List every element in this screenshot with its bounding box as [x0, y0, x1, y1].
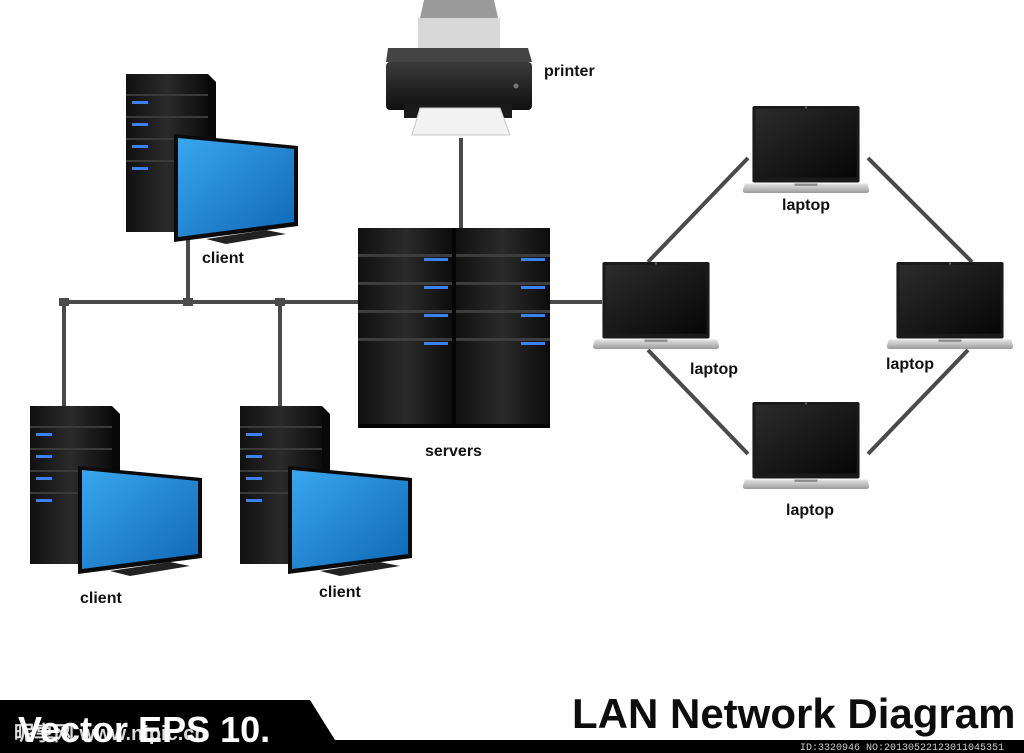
client-bottom-left-node: client — [30, 406, 202, 607]
diagram-title: LAN Network Diagram — [572, 690, 1015, 737]
servers-node: servers — [358, 228, 550, 460]
laptop-top-label: laptop — [782, 197, 830, 214]
bottom-banner: Vector EPS 10. 昵享网 www.nipic.cn ID:33209… — [0, 700, 1024, 753]
server-rack-icon — [358, 228, 550, 428]
client-bottom-left-label: client — [80, 590, 122, 607]
laptop-icon — [742, 402, 870, 490]
client-top-label: client — [202, 250, 244, 267]
client-top-node: client — [126, 74, 298, 267]
laptop-bottom-node: laptop — [742, 402, 870, 519]
laptop-left-node: laptop — [592, 262, 738, 378]
laptop-right-node: laptop — [886, 262, 1014, 373]
cable-joints — [59, 298, 285, 306]
laptop-bottom-label: laptop — [786, 502, 834, 519]
desktop-computer-icon — [126, 74, 298, 244]
printer-icon — [386, 0, 532, 136]
laptop-left-label: laptop — [690, 361, 738, 378]
laptop-icon — [886, 262, 1014, 350]
cable-laptop-bottom-left — [646, 348, 750, 456]
printer-node: printer — [386, 0, 595, 136]
cable-laptop-right-bottom — [866, 348, 970, 456]
cable-laptop-top-right — [866, 156, 974, 264]
client-bottom-middle-label: client — [319, 584, 361, 601]
laptop-right-label: laptop — [886, 356, 934, 373]
laptop-icon — [742, 106, 870, 194]
watermark-site: 昵享网 www.nipic.cn — [14, 721, 207, 745]
printer-label: printer — [544, 63, 595, 80]
desktop-computer-icon — [240, 406, 412, 576]
banner-text: Vector EPS 10. — [18, 709, 270, 750]
client-bottom-middle-node: client — [240, 406, 412, 601]
watermark-id: ID:3320946 NO:20130522123011045351 — [800, 743, 1004, 753]
desktop-computer-icon — [30, 406, 202, 576]
servers-label: servers — [425, 443, 482, 460]
cable-laptop-left-top — [646, 156, 750, 264]
laptop-top-node: laptop — [742, 106, 870, 214]
network-cables — [62, 138, 974, 456]
laptop-icon — [592, 262, 720, 350]
